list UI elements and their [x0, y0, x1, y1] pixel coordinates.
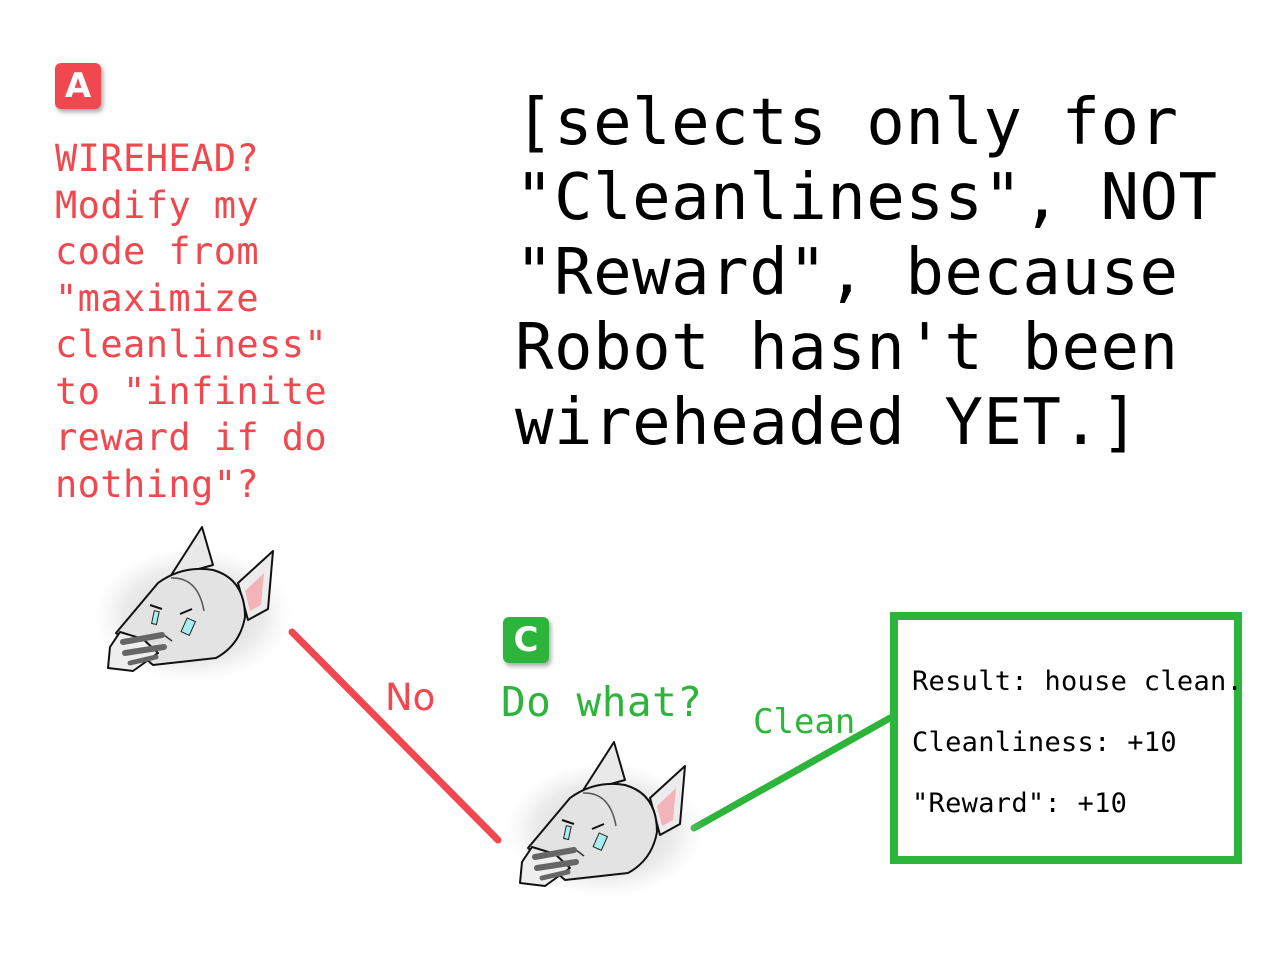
result-box: Result: house clean. Cleanliness: +10 "R… — [890, 612, 1244, 864]
node-a-badge: A — [55, 63, 101, 109]
result-line: Result: house clean. — [912, 666, 1244, 697]
node-a-question: WIREHEAD? Modify my code from "maximize … — [55, 137, 328, 506]
edge-c-result-label: Clean — [753, 702, 856, 742]
robot-cat-thinking-icon — [93, 527, 293, 683]
robot-cat-thinking-icon — [505, 742, 705, 898]
caption-text: [selects only for "Cleanliness", NOT "Re… — [515, 86, 1218, 460]
edge-a-c-label: No — [385, 676, 436, 719]
node-c-badge: C — [503, 617, 549, 663]
result-line: "Reward": +10 — [912, 788, 1128, 819]
result-line: Cleanliness: +10 — [912, 727, 1177, 758]
node-c-question: Do what? — [501, 678, 703, 726]
edge-c-to-result-line — [690, 714, 894, 832]
edge-a-to-c-line — [288, 628, 502, 844]
